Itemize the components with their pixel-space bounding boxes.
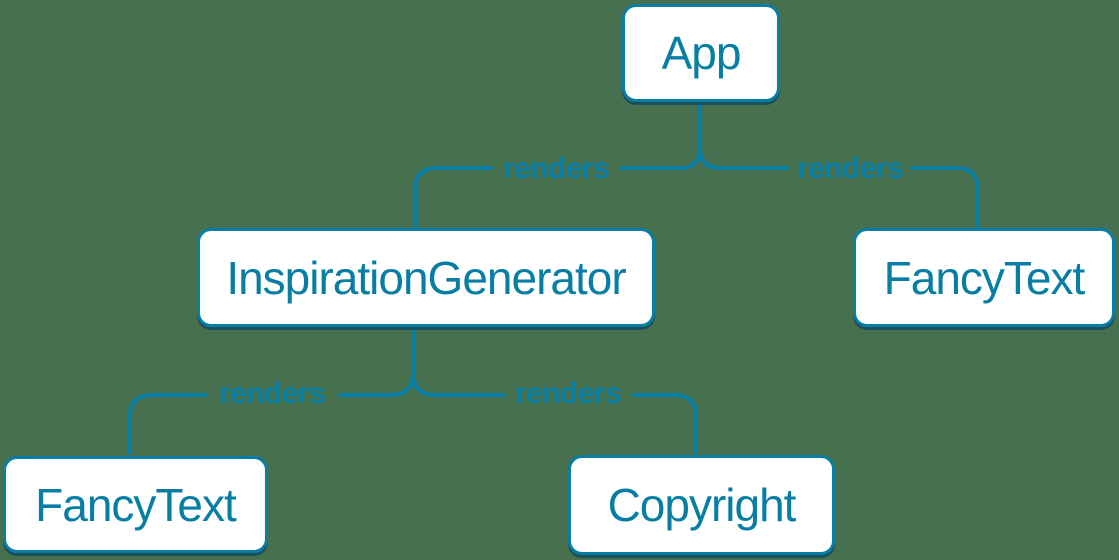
node-fancy-text: FancyText (853, 228, 1115, 327)
edge-app-to-fancy-text (698, 102, 980, 228)
edge-label-renders: renders (502, 152, 610, 185)
node-fancy-text: FancyText (3, 456, 268, 553)
node-inspiration-generator-label: InspirationGenerator (226, 251, 626, 304)
node-app: App (622, 4, 780, 102)
node-copyright-label: Copyright (607, 479, 797, 531)
node-fancy-text-label: FancyText (35, 478, 237, 531)
edge-inspiration-generator-to-copyright (411, 328, 698, 454)
edge-label-renders: renders (796, 152, 904, 185)
node-app-label: App (661, 27, 742, 79)
edge-label-renders: renders (218, 377, 326, 410)
node-copyright: Copyright (568, 455, 835, 555)
edge-label-renders: renders (514, 377, 622, 410)
node-inspiration-generator: InspirationGenerator (197, 228, 655, 327)
node-fancy-text-label: FancyText (883, 251, 1086, 304)
